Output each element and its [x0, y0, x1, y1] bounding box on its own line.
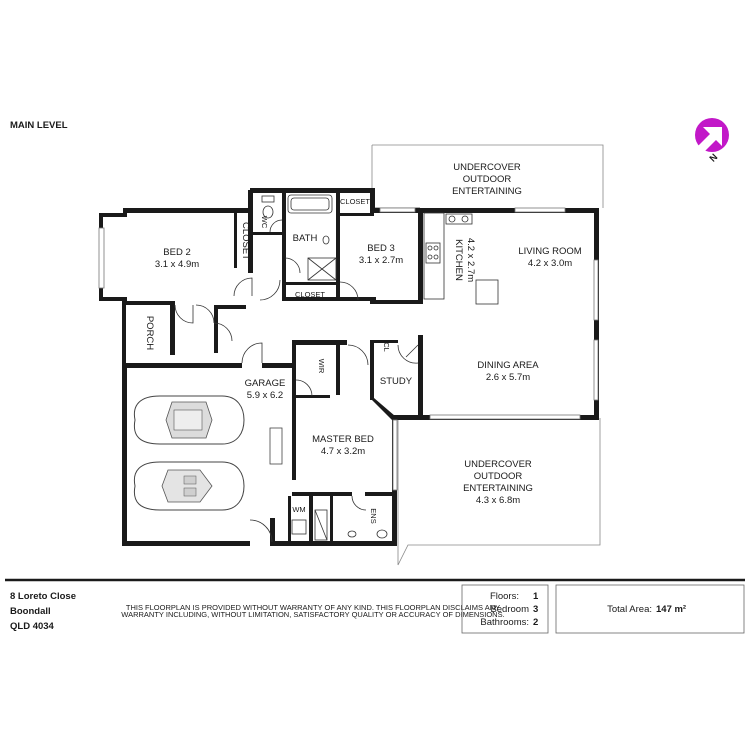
- study-label: STUDY: [380, 376, 413, 387]
- garage-label: GARAGE: [245, 378, 286, 389]
- total-area-value: 147 m²: [656, 604, 686, 615]
- compass-north-letter: N: [708, 152, 721, 165]
- undercover-bottom-dims: 4.3 x 6.8m: [476, 495, 520, 506]
- living-dims: 4.2 x 3.0m: [528, 258, 572, 269]
- hall-closet-label: CLOSET: [295, 290, 325, 299]
- bath-fixtures: [261, 194, 388, 541]
- master-label: MASTER BED: [312, 434, 374, 445]
- compass-icon: N: [695, 118, 729, 164]
- disclaimer-line1: THIS FLOORPLAN IS PROVIDED WITHOUT WARRA…: [126, 603, 500, 612]
- stat-bathrooms-label: Bathrooms:: [480, 617, 529, 628]
- stat-bathrooms-value: 2: [533, 617, 538, 628]
- bed2-label: BED 2: [163, 247, 190, 258]
- interior-walls: [234, 188, 423, 546]
- bed3-label: BED 3: [367, 243, 394, 254]
- level-label: MAIN LEVEL: [10, 120, 68, 131]
- stat-floors-label: Floors:: [490, 591, 519, 602]
- kitchen-dims: 4.2 x 2.7m: [465, 238, 476, 282]
- disclaimer-line2: WARRANTY INCLUDING, WITHOUT LIMITATION, …: [121, 610, 504, 619]
- car-icon: [133, 395, 245, 445]
- bed2-closet-label: CLOSET: [240, 222, 251, 260]
- garage-bench: [269, 427, 283, 465]
- ens-label: ENS: [369, 508, 378, 523]
- undercover-top-line3: ENTERTAINING: [452, 186, 522, 197]
- cl-label: CL: [382, 342, 391, 352]
- bed3-closet-label: CLOSET: [340, 197, 370, 206]
- doors: [174, 219, 419, 543]
- address-line3: QLD 4034: [10, 621, 55, 632]
- stat-floors-value: 1: [533, 591, 539, 602]
- stat-bedroom-label: Bedroom: [490, 604, 529, 615]
- kitchen-label: KITCHEN: [453, 239, 464, 281]
- address-line2: Boondall: [10, 606, 51, 617]
- address-line1: 8 Loreto Close: [10, 591, 76, 602]
- dining-label: DINING AREA: [477, 360, 539, 371]
- undercover-top-line1: UNDERCOVER: [453, 162, 521, 173]
- total-area-box: [555, 584, 745, 634]
- stats-list: Floors: 1 Bedroom 3 Bathrooms: 2: [480, 591, 539, 628]
- kitchen-fixtures: [423, 212, 499, 305]
- living-label: LIVING ROOM: [518, 246, 581, 257]
- undercover-bottom-line3: ENTERTAINING: [463, 483, 533, 494]
- undercover-top-line2: OUTDOOR: [463, 174, 512, 185]
- car-icon: [133, 461, 245, 511]
- porch-label: PORCH: [144, 316, 155, 350]
- master-dims: 4.7 x 3.2m: [321, 446, 365, 457]
- stat-bedroom-value: 3: [533, 604, 538, 615]
- wc-label: WC: [260, 216, 269, 229]
- wm-label: WM: [292, 505, 305, 514]
- total-area-label: Total Area:: [607, 604, 652, 615]
- bed3-dims: 3.1 x 2.7m: [359, 255, 403, 266]
- garage-dims: 5.9 x 6.2: [247, 390, 283, 401]
- room-labels: UNDERCOVER OUTDOOR ENTERTAINING BED 2 3.…: [144, 162, 582, 524]
- undercover-bottom-line2: OUTDOOR: [474, 471, 523, 482]
- wir-label: WIR: [317, 359, 326, 374]
- bath-label: BATH: [293, 233, 318, 244]
- windows: [98, 207, 599, 491]
- bed2-dims: 3.1 x 4.9m: [155, 259, 199, 270]
- dining-dims: 2.6 x 5.7m: [486, 372, 530, 383]
- stats-box: [461, 584, 549, 634]
- undercover-bottom-line1: UNDERCOVER: [464, 459, 532, 470]
